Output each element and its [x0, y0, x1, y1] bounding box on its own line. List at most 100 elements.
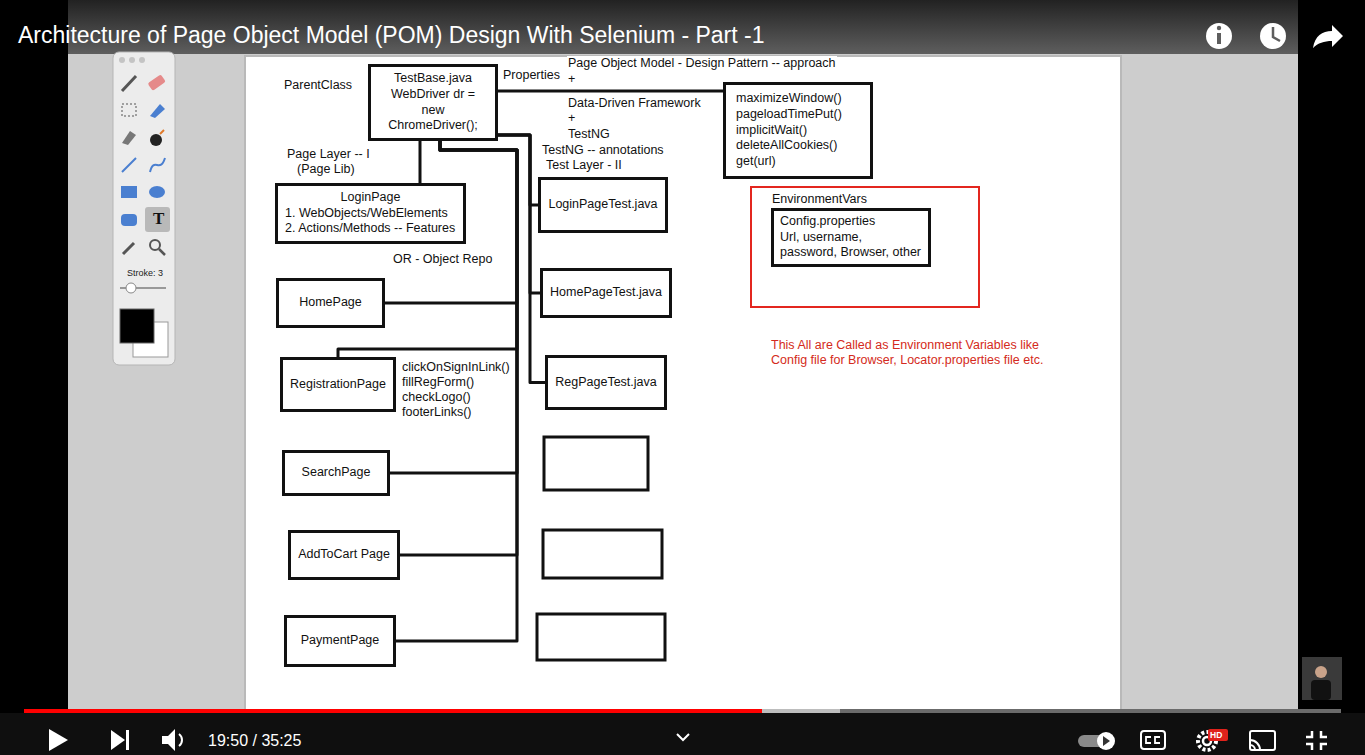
connector [419, 141, 422, 183]
method-list: clickOnSignInLink() fillRegForm() checkL… [401, 360, 515, 420]
slider-knob [126, 283, 136, 293]
environment-region: EnvironmentVarsConfig.propertiesUrl, use… [750, 186, 980, 308]
ellipse-tool [149, 186, 165, 198]
fill-tool [122, 131, 136, 145]
info-icon-stem [1217, 33, 1221, 44]
share-icon [1313, 25, 1343, 48]
buffered-bar [24, 709, 840, 713]
canvas-shadow [244, 55, 1122, 714]
control-bar [0, 713, 1365, 755]
window-dot [139, 57, 145, 63]
progress-track [24, 709, 1341, 713]
empty-box [537, 614, 665, 660]
box-title: RegPageTest.java [555, 375, 657, 391]
clock-hands [1273, 27, 1280, 41]
video-ground [68, 0, 1298, 713]
presenter-body [1311, 680, 1331, 700]
box-title: AddToCart Page [298, 547, 390, 563]
stroke-setting: Stroke: 3 [126, 268, 164, 279]
curve-tool [150, 158, 165, 172]
drawing-canvas [246, 57, 1120, 712]
box-title: EnvironmentVars [772, 192, 958, 208]
empty-box [543, 530, 662, 578]
page-box: LoginPage1. WebObjects/WebElements2. Act… [275, 183, 466, 244]
box-title: PaymentPage [294, 633, 386, 649]
empty-box [544, 437, 648, 490]
box-title: maximizeWindow() pageloadTimePut() impli… [736, 91, 860, 169]
tool-palette [113, 52, 175, 365]
box-title: Config.properties [780, 214, 922, 230]
next-button [111, 730, 125, 750]
foreground-color-swatch [120, 309, 154, 343]
cast-button [1250, 731, 1275, 750]
eyedropper-tool [123, 243, 134, 254]
config-file-box: Config.propertiesUrl, username, password… [771, 208, 931, 267]
cast-waves [1250, 740, 1260, 750]
connector [498, 90, 723, 93]
box-title: RegistrationPage [290, 377, 386, 393]
volume-button [162, 729, 175, 751]
rounded-rect-tool [121, 214, 137, 226]
test-box: RegPageTest.java [545, 355, 667, 410]
window-dot [119, 57, 125, 63]
select-tool [122, 104, 136, 116]
selected-tool-highlight [145, 207, 170, 232]
text-tool: T [152, 209, 165, 229]
play-button [49, 729, 68, 751]
approach-item: Data-Driven Framework [567, 96, 702, 111]
window-dot [129, 57, 135, 63]
box-text: WebDriver dr = new ChromeDriver(); [378, 87, 488, 134]
presenter-head [1315, 666, 1327, 678]
clock-icon [1260, 23, 1286, 49]
played-bar [24, 709, 762, 713]
red-note: This All are Called as Environment Varia… [770, 338, 1072, 368]
connector [485, 135, 540, 293]
rect-tool [121, 186, 137, 198]
highlighter-tool [150, 104, 165, 118]
quality-badge: HD [1209, 730, 1223, 740]
box-title: TestBase.java [378, 71, 488, 87]
layer-note: (Page Lib) [296, 162, 356, 177]
bomb-fuse [160, 130, 164, 134]
box-title: HomePage [286, 295, 375, 311]
approach-heading: Page Object Model - Design Pattern -- ap… [567, 56, 837, 71]
info-icon [1206, 23, 1232, 49]
hd-badge [1208, 729, 1228, 741]
box-text: 1. WebObjects/WebElements [285, 206, 456, 222]
layer-heading: Page Layer -- I [286, 147, 371, 162]
eraser-tool [148, 74, 166, 91]
autoplay-knob [1097, 732, 1115, 750]
chevron [677, 734, 689, 740]
line-tool [122, 158, 136, 172]
box-title: HomePageTest.java [550, 285, 662, 301]
page-box: AddToCart Page [288, 530, 400, 580]
box-title: LoginPage [285, 190, 456, 206]
bomb-tool [150, 134, 162, 146]
info-icon-dot [1217, 26, 1221, 30]
setup-methods-box: maximizeWindow() pageloadTimePut() impli… [723, 82, 873, 179]
box-title: SearchPage [292, 465, 380, 481]
layer-note: TestNG -- annotations [541, 143, 665, 158]
autoplay-play [1103, 736, 1110, 746]
base-class-box: TestBase.javaWebDriver dr = new ChromeDr… [368, 64, 498, 141]
box-text: Url, username, password, Browser, other [780, 230, 922, 261]
layer-heading: Test Layer - II [545, 158, 623, 173]
annotation: OR - Object Repo [392, 252, 493, 267]
plus-sign: + [567, 72, 576, 87]
test-box: HomePageTest.java [540, 268, 672, 318]
box-text: 2. Actions/Methods -- Features [285, 221, 456, 237]
page-box: SearchPage [282, 450, 390, 496]
test-box: LoginPageTest.java [538, 177, 668, 233]
volume-wave [179, 734, 182, 746]
page-box: PaymentPage [284, 615, 396, 667]
zoom-tool-handle [159, 249, 165, 255]
zoom-tool [150, 240, 160, 250]
captions-button [1141, 731, 1165, 749]
annotation: Properties [502, 68, 561, 83]
brush-tool [122, 76, 136, 91]
connector [485, 135, 545, 383]
